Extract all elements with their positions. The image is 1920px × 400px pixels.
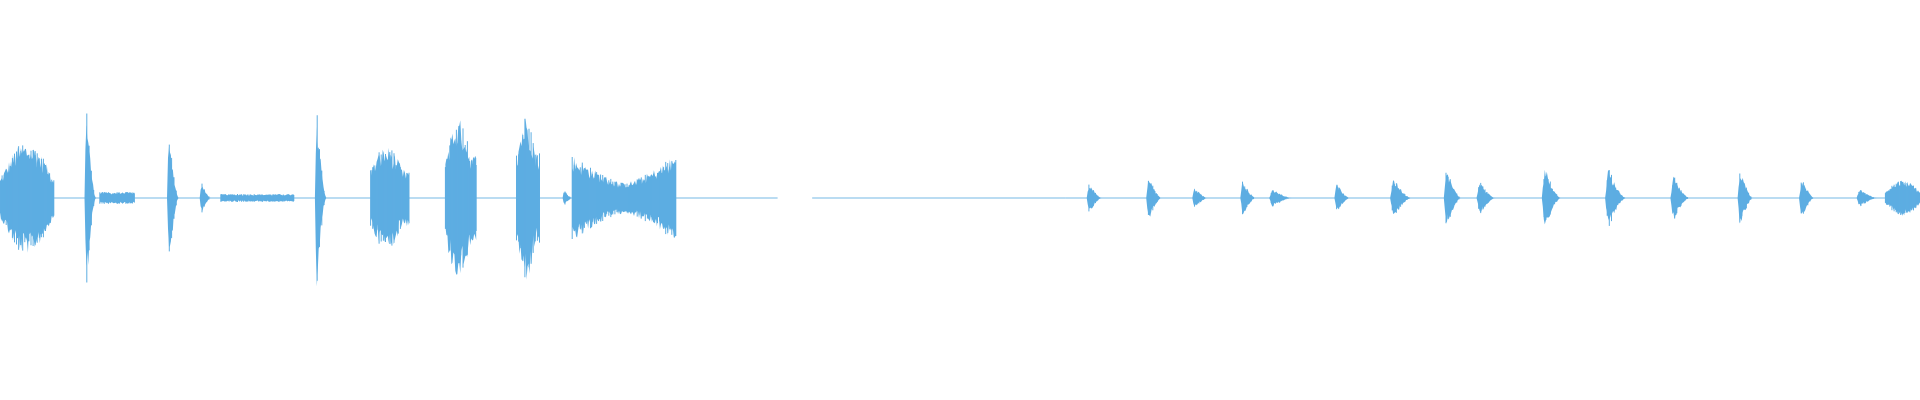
waveform-burst-b15 xyxy=(1192,188,1208,207)
waveform-burst-b21 xyxy=(1476,184,1496,213)
waveform-burst-b13 xyxy=(1086,188,1103,210)
waveform-burst-b24 xyxy=(1670,176,1690,220)
waveform-burst-b25 xyxy=(1737,177,1753,224)
waveform-burst-b02 xyxy=(84,125,96,266)
waveform-burst-b07 xyxy=(314,126,327,287)
waveform-burst-b12 xyxy=(572,157,676,238)
waveform-burst-b05 xyxy=(199,186,212,211)
waveform-burst-b04 xyxy=(167,146,179,248)
waveform-burst-b22 xyxy=(1541,169,1561,225)
waveform-burst-b16 xyxy=(1240,180,1256,215)
waveform-burst-b17 xyxy=(1269,190,1293,207)
waveform-burst-b10 xyxy=(516,118,540,280)
waveform-burst-b26 xyxy=(1799,182,1815,214)
waveform-burst-b18 xyxy=(1334,184,1350,210)
waveform-burst-b06 xyxy=(220,194,294,202)
waveform-bursts xyxy=(0,113,1920,287)
waveform-baseline-segment xyxy=(812,197,1066,199)
waveform-burst-b14 xyxy=(1146,180,1162,217)
